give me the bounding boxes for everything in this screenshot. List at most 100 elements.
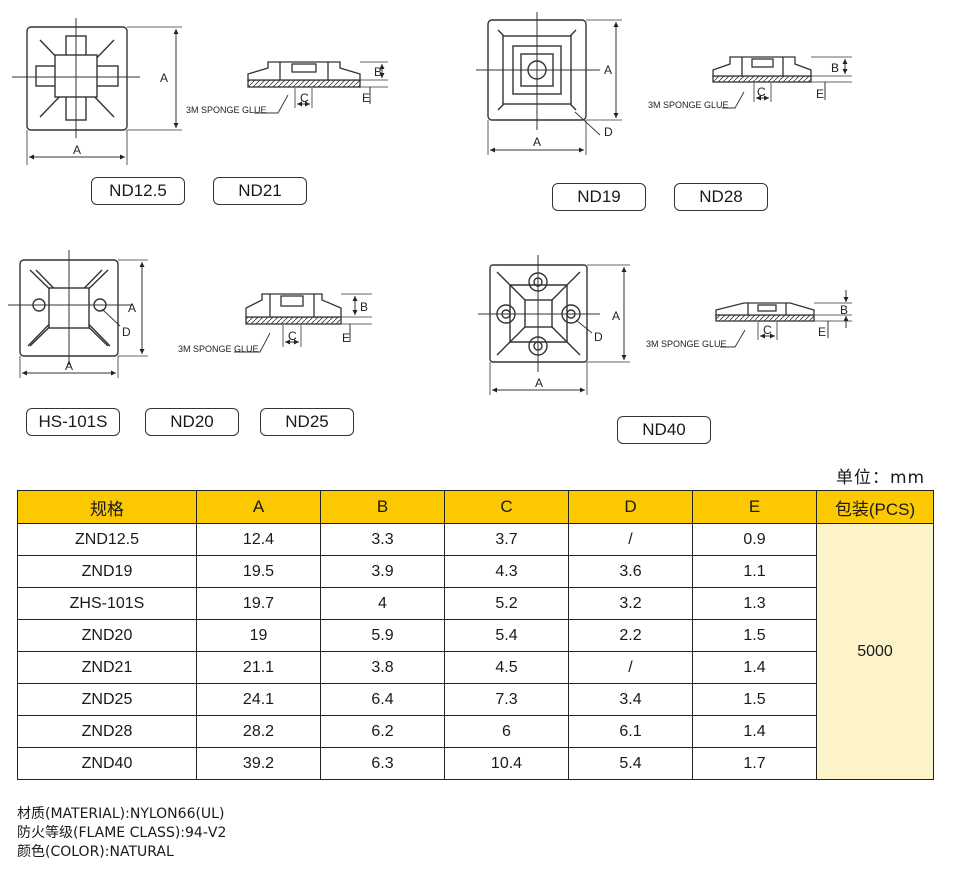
table-row: ZND12.5 12.4 3.3 3.7 / 0.9 5000	[17, 523, 934, 780]
nd28-dim-b: B	[831, 61, 839, 75]
cell-spec: ZHS-101S	[17, 587, 197, 620]
cell-c: 6	[444, 715, 569, 748]
cell-b: 5.9	[320, 619, 445, 652]
cell-a: 24.1	[196, 683, 321, 716]
nd21-dim-e: E	[362, 91, 370, 105]
cell-d: 2.2	[568, 619, 693, 652]
nd19-dim-a-bottom: A	[533, 135, 541, 149]
nd25-glue-label: 3M SPONGE GLUE	[178, 344, 259, 354]
hs101s-dim-a-bottom: A	[65, 359, 73, 373]
note-flame-class: 防火等级(FLAME CLASS):94-V2	[17, 825, 227, 841]
nd40-dim-e: E	[818, 325, 826, 339]
hs101s-top-view	[8, 250, 148, 378]
material-notes: 材质(MATERIAL):NYLON66(UL) 防火等级(FLAME CLAS…	[17, 805, 226, 862]
header-e: E	[692, 490, 817, 524]
table-row: ZHS-101S 19.7 4 5.2 3.2 1.3	[17, 587, 934, 620]
nd40-side-profile	[715, 290, 852, 348]
cell-d: 3.4	[568, 683, 693, 716]
technical-drawings: A A C B E 3M SPONGE GLUE	[8, 12, 852, 395]
header-d: D	[568, 490, 693, 524]
nd40-glue-label: 3M SPONGE GLUE	[646, 339, 727, 349]
table-row: ZND21 21.1 3.8 4.5 / 1.4	[17, 651, 934, 684]
hs101s-dim-a-side: A	[128, 301, 136, 315]
model-label-hs101s: HS-101S	[26, 408, 120, 436]
note-color: 颜色(COLOR):NATURAL	[17, 844, 174, 860]
header-a: A	[196, 490, 321, 524]
nd21-dim-c: C	[300, 91, 309, 105]
cell-b: 4	[320, 587, 445, 620]
nd21-dim-b: B	[374, 65, 382, 79]
cell-spec: ZND12.5	[17, 523, 197, 556]
nd40-dim-a-bottom: A	[535, 376, 543, 390]
cell-a: 19.5	[196, 555, 321, 588]
nd12-top-view	[12, 18, 182, 165]
nd12-dim-a-bottom: A	[73, 143, 81, 157]
nd25-dim-b: B	[360, 300, 368, 314]
cell-e: 1.5	[692, 683, 817, 716]
model-label-nd12-5: ND12.5	[91, 177, 185, 205]
cell-spec: ZND40	[17, 747, 197, 780]
header-packaging: 包装(PCS)	[816, 490, 934, 524]
cell-spec: ZND19	[17, 555, 197, 588]
cell-c: 4.5	[444, 651, 569, 684]
nd28-glue-label: 3M SPONGE GLUE	[648, 100, 729, 110]
cell-c: 7.3	[444, 683, 569, 716]
nd28-dim-c: C	[757, 85, 766, 99]
cell-a: 21.1	[196, 651, 321, 684]
cell-d: 5.4	[568, 747, 693, 780]
table-row: ZND28 28.2 6.2 6 6.1 1.4	[17, 715, 934, 748]
cell-a: 19.7	[196, 587, 321, 620]
cell-e: 1.1	[692, 555, 817, 588]
model-label-nd25: ND25	[260, 408, 354, 436]
cell-c: 5.4	[444, 619, 569, 652]
cell-e: 1.3	[692, 587, 817, 620]
cell-d: /	[568, 523, 693, 556]
nd40-dim-c: C	[763, 323, 772, 337]
table-row: ZND25 24.1 6.4 7.3 3.4 1.5	[17, 683, 934, 716]
cell-e: 1.4	[692, 715, 817, 748]
nd25-dim-c: C	[288, 329, 297, 343]
cell-e: 1.4	[692, 651, 817, 684]
model-label-nd40: ND40	[617, 416, 711, 444]
nd21-glue-label: 3M SPONGE GLUE	[186, 105, 267, 115]
hs101s-dim-d: D	[122, 325, 131, 339]
table-row: ZND40 39.2 6.3 10.4 5.4 1.7	[17, 747, 934, 780]
cell-b: 3.9	[320, 555, 445, 588]
cell-b: 3.3	[320, 523, 445, 556]
nd25-dim-e: E	[342, 331, 350, 345]
cell-b: 6.2	[320, 715, 445, 748]
nd40-dim-d: D	[594, 330, 603, 344]
cell-d: 6.1	[568, 715, 693, 748]
unit-label: 单位：mm	[836, 468, 926, 488]
spec-table: 规格 A B C D E 包装(PCS) ZND12.5 12.4 3.3 3.…	[17, 490, 934, 780]
cell-spec: ZND21	[17, 651, 197, 684]
header-spec: 规格	[17, 490, 197, 524]
nd19-dim-a-side: A	[604, 63, 612, 77]
table-row: ZND20 19 5.9 5.4 2.2 1.5	[17, 619, 934, 652]
header-b: B	[320, 490, 445, 524]
table-row: ZND19 19.5 3.9 4.3 3.6 1.1	[17, 555, 934, 588]
cell-spec: ZND20	[17, 619, 197, 652]
cell-a: 28.2	[196, 715, 321, 748]
nd28-side-profile	[712, 56, 852, 109]
nd19-dim-d: D	[604, 125, 613, 139]
cell-a: 19	[196, 619, 321, 652]
header-c: C	[444, 490, 569, 524]
nd25-side-profile	[234, 293, 372, 353]
cell-spec: ZND28	[17, 715, 197, 748]
nd28-dim-e: E	[816, 87, 824, 101]
model-label-nd19: ND19	[552, 183, 646, 211]
cell-b: 3.8	[320, 651, 445, 684]
cell-b: 6.4	[320, 683, 445, 716]
cell-d: /	[568, 651, 693, 684]
model-label-nd21: ND21	[213, 177, 307, 205]
cell-c: 4.3	[444, 555, 569, 588]
cell-e: 0.9	[692, 523, 817, 556]
cell-d: 3.2	[568, 587, 693, 620]
nd40-dim-b: B	[840, 303, 848, 317]
note-material: 材质(MATERIAL):NYLON66(UL)	[17, 806, 225, 822]
model-label-nd20: ND20	[145, 408, 239, 436]
nd19-top-view	[476, 12, 622, 155]
cell-b: 6.3	[320, 747, 445, 780]
cell-c: 10.4	[444, 747, 569, 780]
